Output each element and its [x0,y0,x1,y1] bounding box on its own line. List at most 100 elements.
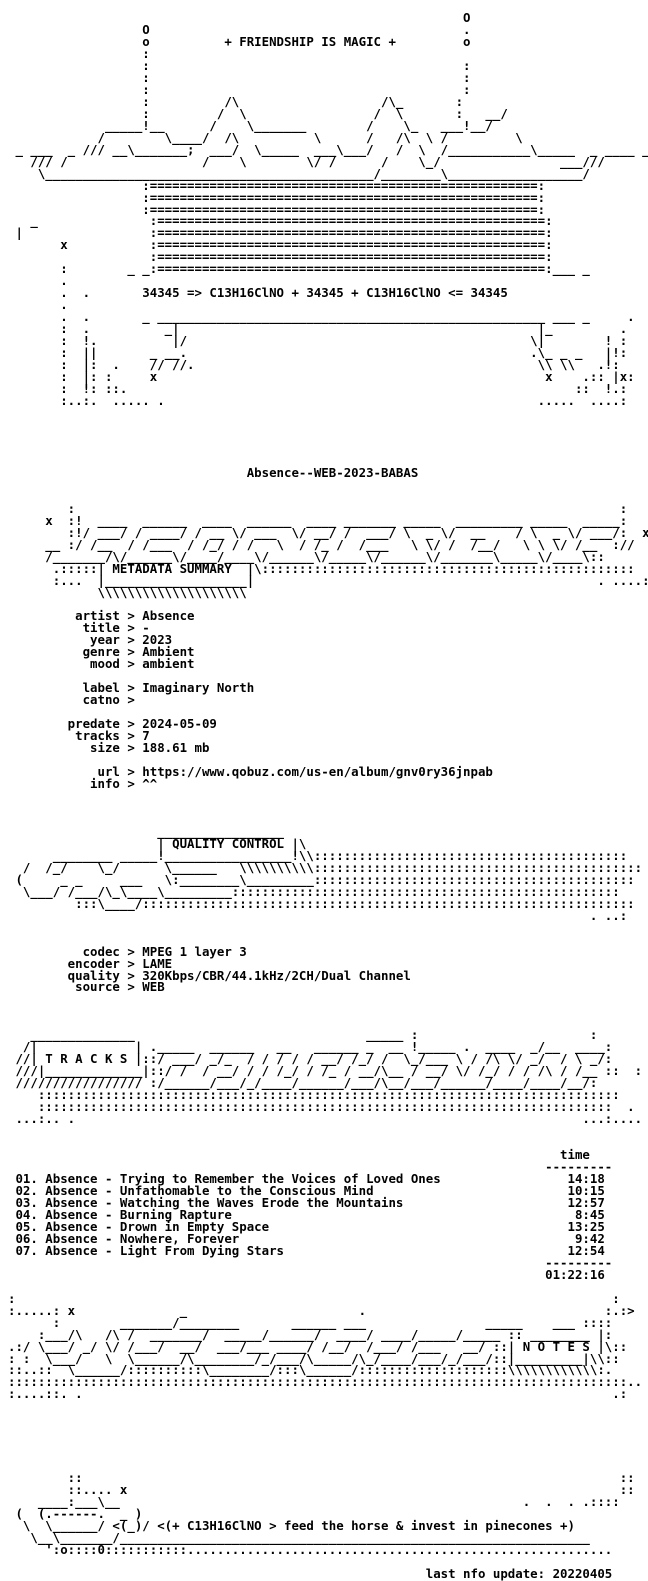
nfo-line: __ :/ /__ / /___ / /_/ / / \ / /_ / /___… [8,536,635,552]
nfo-line: mood > ambient [8,656,195,672]
nfo-line: :___/\ /\ / _______/ _____/______/ ____/… [8,1326,613,1342]
nfo-line: \___/ /___/\_\____\_________::::::::::::… [8,883,620,899]
nfo-line: encoder > LAME [8,955,173,971]
nfo-line: : |: . // //. \\ \\ .!: [8,357,620,373]
nfo-line: : !. |/ \| ! : [8,333,628,349]
nfo-line: last nfo update: 20220405 [8,1565,613,1581]
nfo-line: title > - [8,620,150,636]
nfo-line: .:/ \___/ _/ \/ /___/ __/ ___/___ ____/ … [8,1338,628,1354]
nfo-line: x :=====================================… [8,237,648,253]
nfo-line: ______________ _____ : : [8,1027,598,1043]
nfo-line: year > 2023 [8,632,173,648]
nfo-line: --------- [8,1254,613,1270]
nfo-line: 01. Absence - Trying to Remember the Voi… [8,1170,605,1186]
nfo-line: Absence--WEB-2023-BABAS [8,464,419,480]
nfo-line: ///////////////// :/______/___/_/____/__… [8,1075,598,1091]
nfo-line: : : \___/ \ \______/\________/_/___/\___… [8,1350,620,1366]
nfo-line: ( (.------. _ ) [8,1506,143,1522]
nfo-line: ::::::::::::::::::::::::::::::::::::::::… [8,1374,643,1390]
nfo-line: : /\ /\_ : [8,93,464,109]
nfo-line: info > ^^ [8,776,158,791]
nfo-line: :::\____/:::::::::::::::::::::::::::::::… [8,895,635,911]
nfo-line: ::::::::::::::::::::::::::::::::::::::::… [8,1087,620,1103]
nfo-line: | QUALITY CONTROL |\ [8,835,307,851]
nfo-line: catno > [8,692,135,708]
nfo-line: 02. Absence - Unfathomable to the Consci… [8,1182,605,1198]
nfo-line: : : [8,57,471,73]
nfo-line: ::.... x :: [8,1482,635,1498]
nfo-line: /| | ._____ ______ __ ______ _ __ !_____… [8,1039,613,1055]
nfo-line: 07. Absence - Light From Dying Stars 12:… [8,1242,605,1258]
nfo-line: : [8,45,464,61]
nfo-line: tracks > 7 [8,728,150,744]
nfo-line: 04. Absence - Burning Rapture 8:45 [8,1206,605,1222]
nfo-line: : || _ __. .\_ _ _ |!: [8,345,628,361]
nfo-line: ::..:: \______/::::::::::\________/:::\_… [8,1362,613,1378]
nfo-line: : |: : x x .:: |x: [8,369,635,385]
nfo-line: _ ___ _ /// __\_______; ___/ \_____ ___\… [8,141,648,157]
nfo-line: / /_/ \_/ \______ \\\\\\\\\\::::::::::::… [8,859,643,875]
nfo-line: \_______________________________________… [8,165,590,181]
nfo-line: genre > Ambient [8,644,195,660]
nfo-line: size > 188.61 mb [8,740,210,756]
nfo-line: O . [8,21,471,37]
nfo-line: ///|_____________|::/ / / __/ / / /_/ / … [8,1063,643,1079]
nfo-line: .:::::| METADATA SUMMARY |\:::::::::::::… [8,560,635,576]
nfo-line: . . _ __________________________________… [8,309,648,325]
nfo-line: \__\_______/____________________________… [8,1530,590,1546]
nfo-line: quality > 320Kbps/CBR/44.1kHz/2CH/Dual C… [8,967,411,983]
nfo-line: : / \ / \ : __/ [8,105,508,121]
nfo-line: : !: ::. :: !.: [8,381,628,397]
nfo-line: source > WEB [8,979,165,995]
nfo-line: --------- [8,1159,613,1174]
nfo-line: :=======================================… [8,249,553,265]
nfo-art-text: O O . o + FRIENDSHIP IS MAGIC + o : [8,10,648,1581]
nfo-line: codec > MPEG 1 layer 3 [8,943,247,959]
nfo-line: O [8,10,471,25]
nfo-line: . [8,273,68,289]
nfo-line: : : [8,69,471,85]
nfo-line: ::::::::::::::::::::::::::::::::::::::::… [8,1099,635,1115]
nfo-line: :: :: [8,1470,635,1486]
nfo-line: . [8,297,68,313]
nfo-line: : : [8,500,628,516]
nfo-line: \\\\\\\\\\\\\\\\\\\\ [8,584,247,600]
nfo-line: : : [8,81,471,97]
nfo-line: : : [8,1290,620,1306]
nfo-line: _________________ [8,823,285,839]
nfo-line: :....::. . .: [8,1386,628,1402]
nfo-line: / \____/ /\ \ / /\ \ / \ [8,129,523,145]
nfo-line: ...:.. . ...:.... [8,1111,643,1127]
nfo-line: 06. Absence - Nowhere, Forever 9:42 [8,1230,605,1246]
nfo-line: //| T R A C K S |::/ ___/ _/_ / / / / / … [8,1051,613,1067]
nfo-line: ':o::::0:::::::::::.....................… [8,1542,613,1557]
nfo-line: :..:. ..... . ..... ....: [8,393,628,408]
nfo-line: /// / / \ \/ / / \_/ ___/// [8,153,605,169]
nfo-line: predate > 2024-05-09 [8,716,217,732]
nfo-line: . ..: [8,907,628,923]
nfo-line: 05. Absence - Drown in Empty Space 13:25 [8,1218,605,1234]
nfo-line: x :! ____ ______ ____ ______ ____ ______… [8,512,628,528]
nfo-line: 01:22:16 [8,1266,605,1282]
nfo-line: artist > Absence [8,608,195,624]
nfo-line: . . 34345 => C13H16ClNO + 34345 + C13H16… [8,285,648,301]
nfo-line: :=======================================… [8,189,546,205]
nfo-line: /_______/\/______\/____/____\/______\/__… [8,548,605,564]
nfo-line: time [8,1147,590,1163]
nfo-line: 03. Absence - Watching the Waves Erode t… [8,1194,605,1210]
nfo-line: :... |___________________| . ....: [8,572,648,588]
nfo-line: :=======================================… [8,177,546,193]
nfo-line: label > Imaginary North [8,680,255,696]
nfo-line: :!/ ___/ / ____/ / __ \/ ___ \/ __/ / __… [8,524,648,540]
nfo-line: _____!__ / \_______ / \_ ___!__/ [8,117,508,133]
nfo-line: ( _ _ ___ \:________\_________::::::::::… [8,871,648,887]
nfo-line: : _ _:==================================… [8,261,648,277]
nfo-line: ________ _____!_________________!\\:::::… [8,847,628,863]
nfo-line: :.....: x _ . :.:> [8,1302,635,1318]
nfo-line: ____:___\__ . . . .:::: [8,1494,620,1510]
nfo-line: : _______/________ ______ ___ _____ ___ … [8,1314,613,1330]
nfo-line: url > https://www.qobuz.com/us-en/album/… [8,764,493,780]
nfo-line: :=======================================… [8,201,546,217]
nfo-line: o + FRIENDSHIP IS MAGIC + o [8,33,471,49]
nfo-line: _ :=====================================… [8,213,553,229]
